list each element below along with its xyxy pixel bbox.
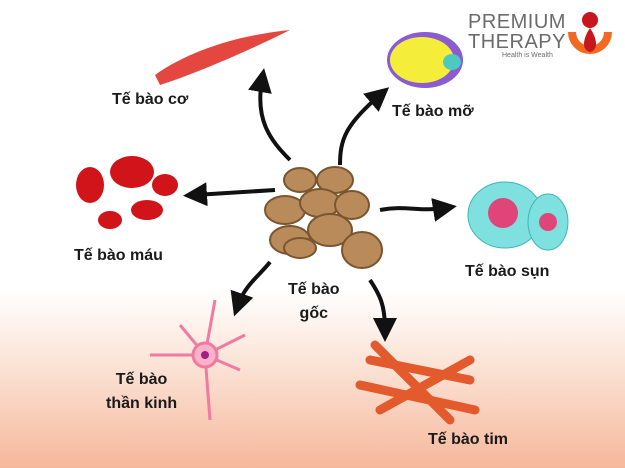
- label-nerve-line1: Tế bào: [115, 371, 168, 388]
- logo-mark-icon: [568, 12, 612, 54]
- cartilage-cells: [467, 181, 569, 251]
- label-stem-cell: Tế bào gốc: [288, 278, 340, 326]
- heart-muscle-cells: [355, 340, 480, 425]
- nerve-cell: [150, 299, 246, 421]
- blood-cells: [76, 156, 178, 229]
- label-fat-cell: Tế bào mỡ: [392, 103, 474, 120]
- logo-line1: PREMIUM: [468, 11, 566, 33]
- label-blood-cell: Tế bào máu: [74, 247, 163, 264]
- label-cartilage-cell: Tế bào sụn: [465, 263, 550, 280]
- label-nerve-line2: thần kinh: [106, 395, 178, 412]
- logo-tagline: Health is Wealth: [502, 52, 553, 59]
- label-stem-line2: gốc: [299, 305, 328, 322]
- label-nerve-cell: Tế bào thần kinh: [106, 368, 177, 416]
- label-heart-cell: Tế bào tim: [428, 431, 509, 448]
- stem-cells: [264, 166, 383, 269]
- logo-line2: THERAPY: [468, 31, 566, 53]
- fat-cell: [387, 32, 463, 88]
- brand-logo: PREMIUM THERAPY Health is Wealth: [468, 12, 566, 59]
- muscle-cell: [155, 30, 290, 85]
- arrows: [183, 68, 457, 342]
- label-stem-line1: Tế bào: [288, 281, 340, 298]
- label-muscle-cell: Tế bào cơ: [112, 91, 189, 108]
